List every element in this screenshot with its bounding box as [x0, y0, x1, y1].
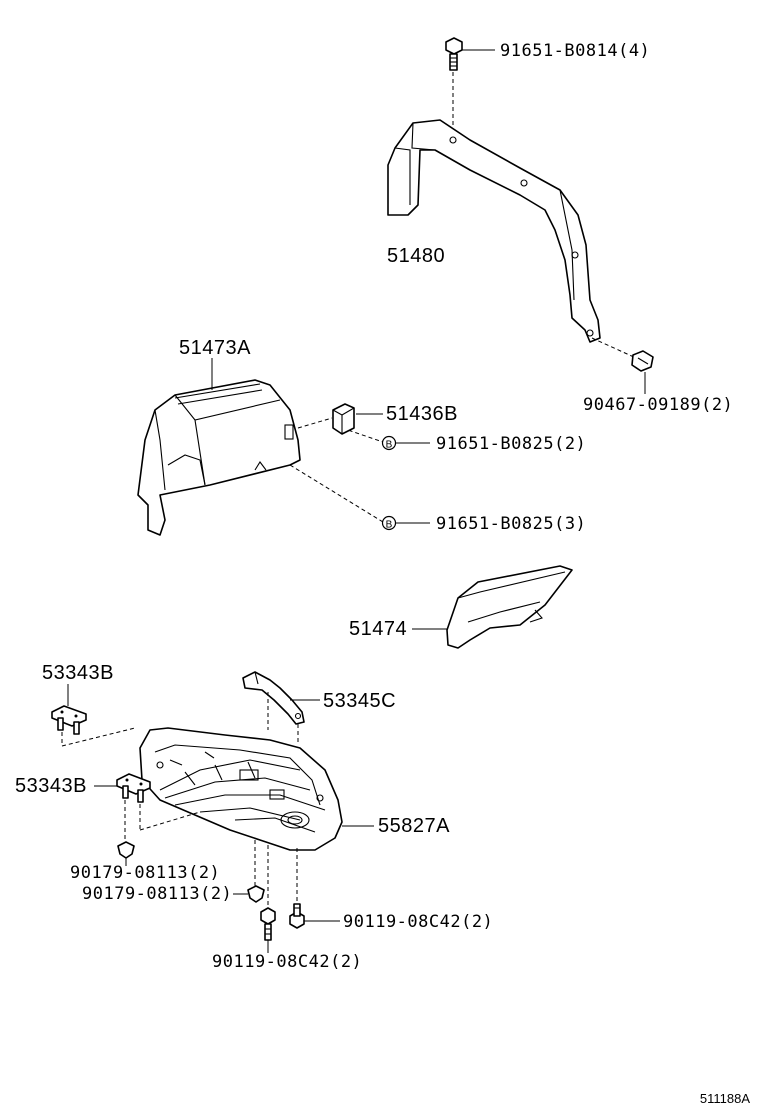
bolt-91651-b0814 [445, 37, 463, 71]
label-51474: 51474 [349, 618, 408, 640]
svg-text:B: B [386, 520, 393, 531]
clip-90179-08113-b [247, 885, 265, 903]
dash-53343b-top-b [61, 727, 136, 747]
dash-91651-b0825-3 [289, 464, 384, 523]
bolt-90119-08c42-right [289, 903, 305, 929]
cover-51474 [446, 565, 573, 649]
marker-b-upper: B [381, 435, 397, 451]
label-53343b-top: 53343B [42, 662, 114, 684]
label-53345c: 53345C [323, 690, 397, 712]
under-cover-55827a [139, 727, 343, 851]
label-91651-b0814: 91651-B0814(4) [500, 41, 651, 61]
label-90119-08c42-bottom: 90119-08C42(2) [212, 952, 363, 972]
label-51480: 51480 [387, 245, 446, 267]
diagram-id: 511188A [699, 1091, 750, 1106]
label-90179-08113-a: 90179-08113(2) [70, 863, 221, 883]
clip-90467-09189 [631, 350, 654, 372]
nut-51436b [332, 403, 355, 435]
bracket-53345c [242, 671, 305, 725]
bolt-90119-08c42-bottom [260, 907, 276, 941]
label-51436b: 51436B [386, 403, 458, 425]
dash-51436b [297, 417, 333, 429]
label-53343b-mid: 53343B [15, 775, 87, 797]
bracket-51480 [387, 119, 601, 343]
label-91651-b0825-2: 91651-B0825(2) [436, 434, 587, 454]
label-55827a: 55827A [378, 815, 450, 837]
label-51473a: 51473A [179, 337, 251, 359]
dash-90467 [591, 337, 637, 359]
label-91651-b0825-3: 91651-B0825(3) [436, 514, 587, 534]
dash-53343b-mid-b [139, 811, 201, 831]
bracket-53343b-top [51, 705, 87, 735]
cover-51473a [137, 379, 301, 536]
marker-b-lower: B [381, 515, 397, 531]
clip-90179-08113-a [117, 841, 135, 859]
svg-text:B: B [386, 440, 393, 451]
label-90467-09189: 90467-09189(2) [583, 395, 734, 415]
label-90119-08c42-right: 90119-08C42(2) [343, 912, 494, 932]
label-90179-08113-b: 90179-08113(2) [82, 884, 233, 904]
